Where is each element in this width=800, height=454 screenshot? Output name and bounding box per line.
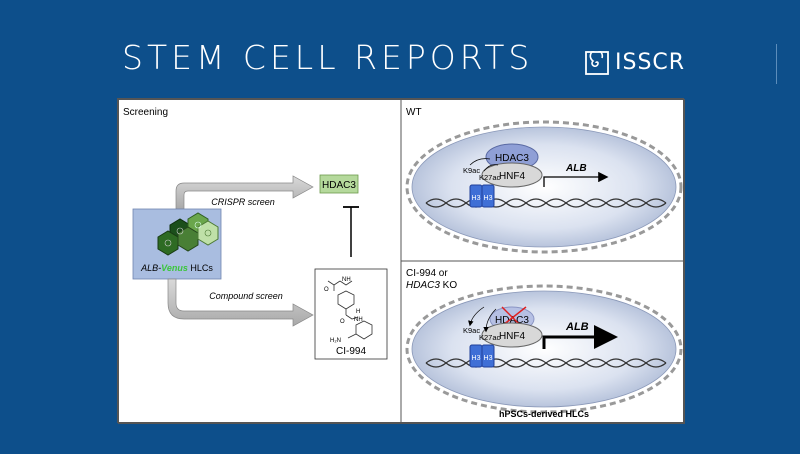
ko-histone-2-label: H3 [484, 355, 493, 362]
ko-histone-1-label: H3 [472, 355, 481, 362]
hepatocyte-cell-dark-2 [157, 230, 179, 256]
crispr-screen-label: CRISPR screen [211, 197, 275, 207]
wt-hnf4-label: HNF4 [499, 171, 526, 182]
ko-hdac3-label: HDAC3 [495, 315, 529, 326]
cell-type-label: hPSCs-derived HLCs [499, 409, 589, 419]
ko-panel-label-suffix: KO [440, 280, 457, 291]
screening-panel-label: Screening [123, 107, 168, 118]
ko-transcription-arrow [542, 325, 618, 349]
structure-atom-o2: O [340, 319, 345, 325]
cells-label-prefix: ALB- [140, 263, 161, 273]
wt-alb-label: ALB [565, 163, 587, 174]
wt-k9ac-label: K9ac [463, 166, 480, 175]
ko-k27ac-label: K27ac [479, 333, 501, 342]
wt-histone-2 [481, 184, 495, 208]
wt-k27ac-label: K27ac [479, 173, 501, 182]
ci994-structure [327, 280, 373, 340]
society-name: ISSCR [615, 50, 686, 75]
ko-histone-2 [481, 344, 495, 368]
structure-atom-nh1: NH [342, 277, 351, 283]
graphical-abstract: Screening CRISPR screen HDAC3 ALB-Venus … [117, 98, 685, 424]
ko-acetylation-arrow-1 [468, 306, 485, 327]
abstract-figure: Screening CRISPR screen HDAC3 ALB-Venus … [118, 99, 685, 424]
hepatocyte-cell-mid-2 [177, 226, 199, 252]
hepatocyte-cell-light [197, 220, 219, 246]
compound-name: CI-994 [336, 346, 366, 357]
wt-histone-2-label: H3 [484, 195, 493, 202]
header: STEM CELL REPORTS ISSCR [0, 0, 800, 96]
journal-title: STEM CELL REPORTS [122, 38, 534, 77]
ko-hnf4-shape [481, 322, 543, 348]
structure-atom-h: H [356, 309, 360, 315]
structure-atom-o1: O [324, 287, 329, 293]
wt-cell-membrane [405, 120, 683, 254]
wt-deacetylation-arrow-1 [469, 158, 491, 166]
compound-box [314, 268, 388, 360]
ko-panel-label-gene: HDAC3 [406, 280, 440, 291]
ko-cell-membrane [405, 284, 683, 414]
hdac3-target-box [319, 174, 359, 194]
header-divider [776, 44, 777, 84]
ko-panel-label-line2: HDAC3 KO [406, 280, 457, 291]
wt-hnf4-shape [481, 162, 543, 188]
ko-hnf4-label: HNF4 [499, 331, 526, 342]
crispr-arrow [175, 175, 314, 210]
wt-histone-1-label: H3 [472, 195, 481, 202]
cells-label-reporter: Venus [161, 263, 188, 273]
wt-hdac3-label: HDAC3 [495, 153, 529, 164]
wt-transcription-arrow [543, 171, 609, 187]
wt-dna [425, 198, 667, 208]
ko-alb-label: ALB [565, 321, 589, 333]
compound-arrow [167, 278, 314, 327]
ko-acetylation-arrow-2 [483, 308, 497, 333]
cells-label-suffix: HLCs [188, 263, 214, 273]
cells-label: ALB-Venus HLCs [140, 263, 213, 273]
ko-k9ac-label: K9ac [463, 326, 480, 335]
hdac3-target-label: HDAC3 [322, 180, 356, 191]
compound-screen-label: Compound screen [209, 291, 283, 301]
wt-panel-label: WT [406, 107, 422, 118]
structure-atom-h2n: H₂N [330, 338, 341, 344]
society-brand: ISSCR [585, 50, 685, 75]
wt-deacetylation-arrow-2 [483, 164, 499, 172]
ko-panel-label-line1: CI-994 or [406, 268, 448, 279]
ko-dna [425, 358, 667, 368]
structure-atom-nh2: NH [354, 317, 363, 323]
isscr-spiral-logo-icon [585, 50, 609, 75]
